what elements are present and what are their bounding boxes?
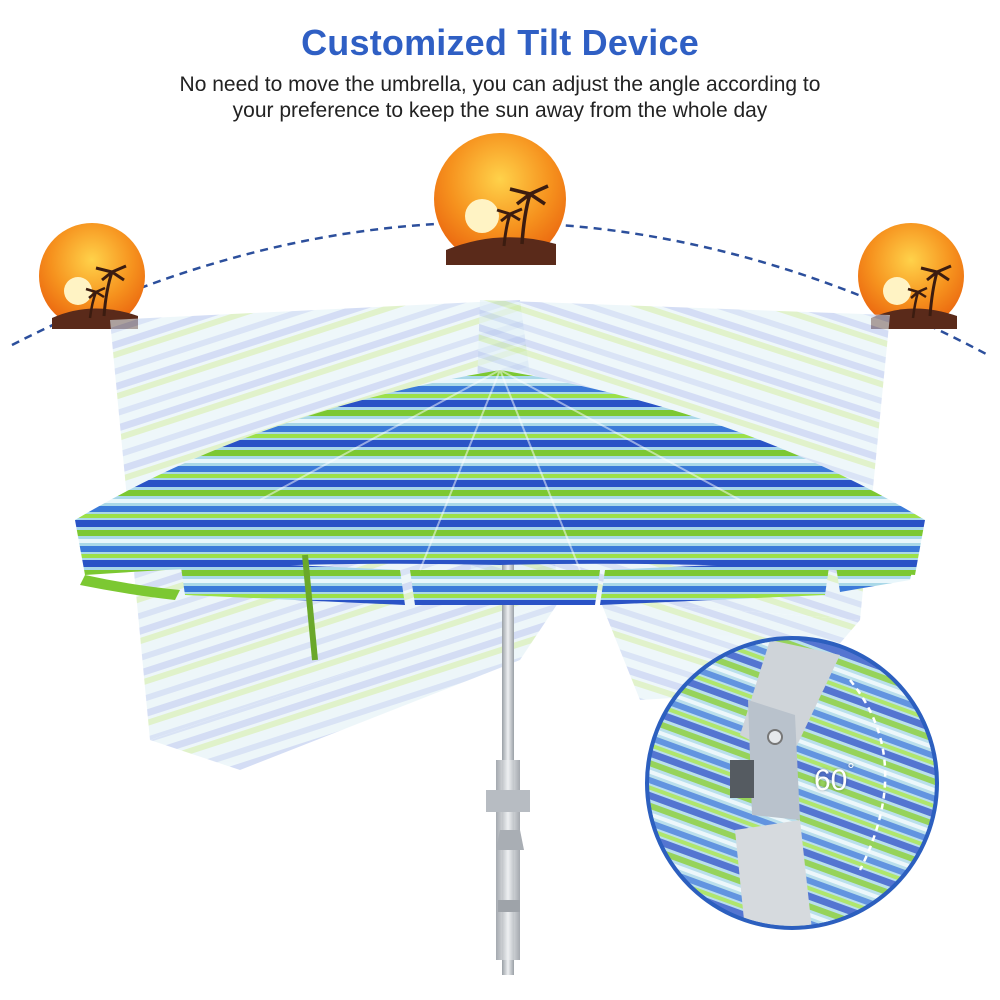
subtitle-line-1: No need to move the umbrella, you can ad… (179, 73, 821, 96)
angle-dashed-arc (849, 679, 887, 871)
umbrella-canopy (75, 369, 925, 661)
sun-right-icon (858, 223, 964, 329)
tilt-angle-value: 60 (814, 764, 848, 797)
sun-left-icon (39, 223, 145, 329)
umbrella-pole (486, 555, 530, 975)
sun-center-icon (434, 133, 566, 265)
subtitle: No need to move the umbrella, you can ad… (120, 72, 880, 124)
tilt-angle-unit: ° (847, 760, 855, 780)
tilt-joint-detail-circle (645, 636, 939, 930)
subtitle-line-2: your preference to keep the sun away fro… (232, 99, 768, 122)
detail-lower-pole (735, 820, 812, 926)
tilt-angle-label: 60° (814, 760, 855, 798)
page-title: Customized Tilt Device (301, 22, 699, 63)
